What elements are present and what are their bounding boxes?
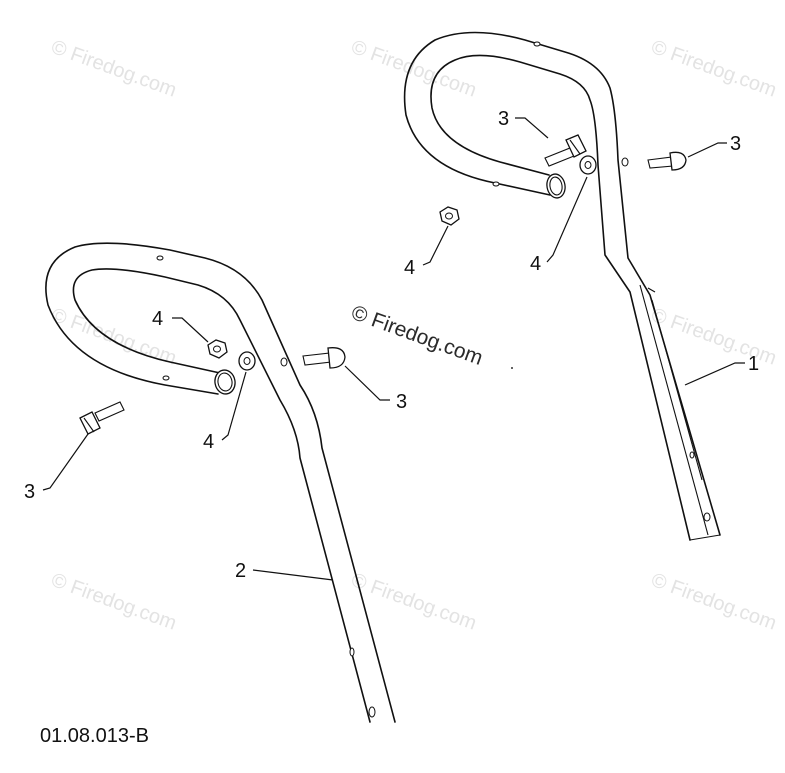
handle-right-part-1	[403, 31, 721, 541]
callout-2: 2	[235, 560, 334, 582]
watermark-text: © Firedog.com	[648, 304, 779, 370]
bolt-top	[544, 134, 587, 167]
callout-label: 4	[404, 257, 415, 279]
washer-top-right	[579, 155, 597, 175]
bolt-right	[647, 151, 687, 171]
bolt-mid	[302, 347, 346, 369]
callout-label: 3	[24, 481, 35, 503]
callout-label: 4	[203, 431, 214, 453]
watermark-text: © Firedog.com	[648, 36, 779, 102]
nut-left	[207, 339, 228, 359]
callout-4-washer-left: 4	[203, 371, 247, 453]
watermark-text: © Firedog.com	[648, 569, 779, 635]
callout-3-left: 3	[24, 433, 89, 503]
callout-1: 1	[684, 353, 759, 386]
bolt-left	[79, 401, 125, 435]
callout-label: 4	[530, 253, 541, 275]
drawing-code: 01.08.013-B	[40, 725, 149, 747]
callout-label: 3	[498, 108, 509, 130]
center-watermark: © Firedog.com	[348, 301, 486, 370]
callout-label: 4	[152, 308, 163, 330]
nut-top-left	[439, 206, 460, 226]
callout-label: 3	[730, 133, 741, 155]
callout-4-nut-left: 4	[152, 308, 209, 343]
watermark-text: © Firedog.com	[348, 36, 479, 102]
callout-label: 3	[396, 391, 407, 413]
callout-3-top: 3	[498, 108, 549, 139]
handle-left-part-2	[45, 242, 396, 723]
washer-left	[238, 351, 256, 371]
watermark-text: © Firedog.com	[48, 36, 179, 102]
watermark-text: © Firedog.com	[48, 569, 179, 635]
callout-3-right: 3	[687, 133, 741, 158]
callout-4-top-left: 4	[404, 225, 449, 279]
callout-label: 2	[235, 560, 246, 582]
callout-label: 1	[748, 353, 759, 375]
callout-4-top-right: 4	[530, 176, 588, 275]
watermark-text: © Firedog.com	[348, 569, 479, 635]
callout-3-mid: 3	[344, 365, 407, 413]
